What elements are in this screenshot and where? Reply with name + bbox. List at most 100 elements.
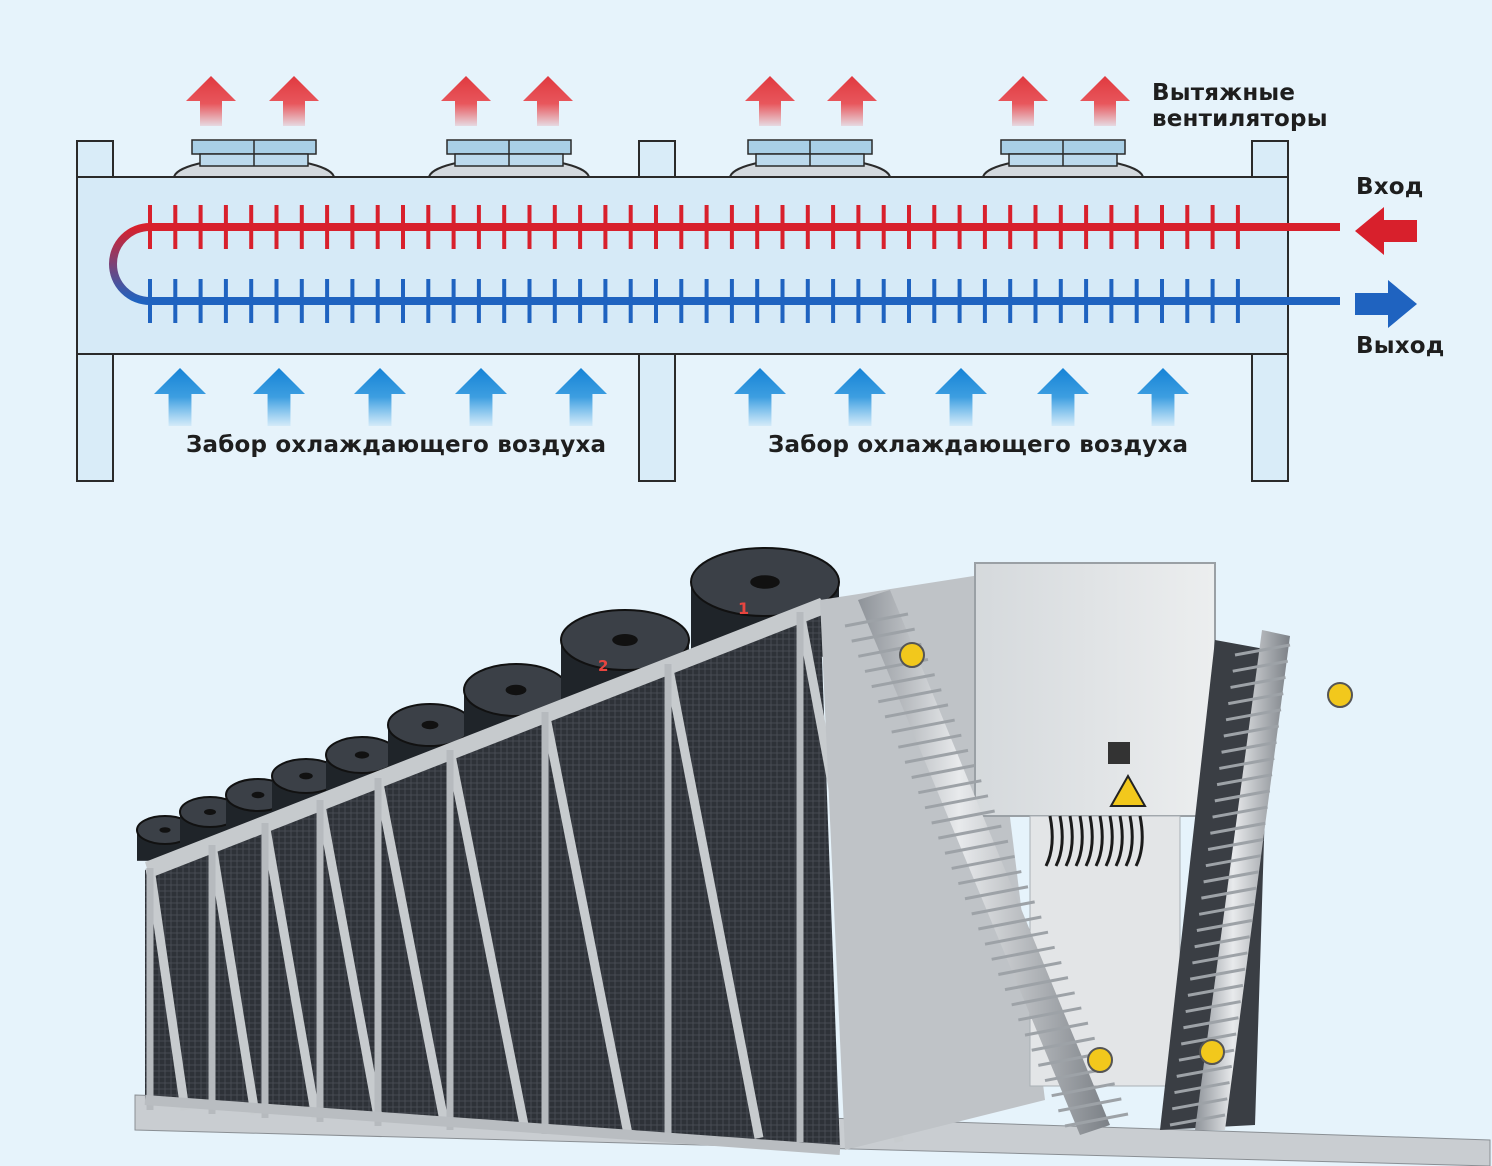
heat-exchanger-housing — [76, 176, 1289, 355]
header-fin — [998, 961, 1062, 976]
main-switch — [1108, 742, 1130, 764]
fan-hub — [421, 720, 439, 730]
cable — [1114, 815, 1124, 867]
header-fin — [978, 915, 1042, 931]
exhaust-arrow-icon — [441, 76, 491, 126]
intake-arrow-icon — [1037, 368, 1089, 426]
intake-arrow-icon — [354, 368, 406, 426]
schematic — [76, 76, 1417, 482]
intake-arrow-icon — [154, 368, 206, 426]
header-fin — [1183, 1016, 1239, 1030]
header-fin — [904, 748, 969, 764]
cable-bundle — [1044, 815, 1144, 867]
header-fin — [991, 945, 1055, 961]
intake-arrow-icon — [935, 368, 987, 426]
header-fin — [1205, 854, 1262, 868]
exhaust-arrow-icon — [827, 76, 877, 126]
outlet-arrow-icon — [1355, 280, 1417, 328]
intake-arrows — [154, 368, 1189, 426]
header-fin — [1223, 724, 1280, 738]
header-fin — [911, 764, 975, 779]
exhaust-fans-label: Вытяжные вентиляторы — [1152, 80, 1328, 132]
header-fin — [898, 733, 962, 749]
header-fin — [1207, 838, 1264, 851]
frame-diagonal — [373, 777, 450, 1127]
outlet-label: Выход — [1356, 333, 1445, 359]
header-fin — [884, 703, 949, 719]
fan-hub — [159, 827, 171, 833]
inlet-label: Вход — [1356, 174, 1424, 200]
fan-number-1: 1 — [738, 599, 749, 618]
header-fin — [958, 870, 1022, 886]
fan-hub — [251, 791, 265, 799]
header-fin — [1169, 1113, 1226, 1127]
header-fin — [1221, 740, 1277, 754]
header-fin — [1174, 1081, 1230, 1095]
header-fin — [931, 809, 995, 825]
cable — [1054, 815, 1064, 867]
air-intake-label-left: Забор охлаждающего воздуха — [186, 432, 607, 458]
intake-arrow-icon — [455, 368, 507, 426]
header-fin — [1011, 991, 1075, 1007]
header-fins — [844, 612, 1291, 1128]
cable — [1124, 815, 1134, 867]
header-fin — [851, 627, 915, 643]
header-cap-bottom — [1087, 1047, 1113, 1073]
header-fin — [1219, 756, 1275, 770]
frame-bottom-bar — [144, 1095, 841, 1155]
exhaust-arrow-icon — [745, 76, 795, 126]
fan-hub — [612, 634, 638, 646]
header-fin — [1214, 789, 1271, 803]
fan-hub — [299, 772, 313, 780]
frame-diagonal — [260, 822, 321, 1119]
header-fin — [844, 612, 909, 628]
electrical-cabinet — [974, 562, 1216, 817]
header-fin — [951, 854, 1015, 870]
exhaust-arrow-icon — [998, 76, 1048, 126]
header-fin — [1232, 659, 1289, 673]
header-fin — [1004, 976, 1069, 992]
fan-hub — [505, 684, 527, 696]
header-cap-right-bottom — [1199, 1039, 1225, 1065]
frame-diagonal — [540, 711, 633, 1135]
intake-arrow-icon — [253, 368, 305, 426]
header-fin — [1024, 1021, 1089, 1037]
header-fin — [1189, 967, 1246, 981]
header-fin — [1225, 708, 1282, 722]
intake-arrow-icon — [1137, 368, 1189, 426]
header-fin — [1230, 675, 1286, 689]
intake-arrow-icon — [555, 368, 607, 426]
pipe-fins — [148, 205, 1240, 323]
rear-coil — [1160, 640, 1270, 1130]
header-fin — [1228, 692, 1284, 706]
fan-number-2: 2 — [598, 657, 608, 675]
header-fin — [1212, 805, 1268, 819]
exhaust-arrow-icon — [269, 76, 319, 126]
air-intake-label-right: Забор охлаждающего воздуха — [768, 432, 1189, 458]
exhaust-arrow-icon — [523, 76, 573, 126]
cable — [1104, 815, 1114, 867]
frame-diagonal — [315, 799, 384, 1123]
header-fin — [1051, 1082, 1115, 1098]
exhaust-arrow-icon — [1080, 76, 1130, 126]
header-cap-top — [899, 642, 925, 668]
frame-diagonal — [145, 867, 190, 1111]
header-fin — [1018, 1006, 1082, 1022]
frame-diagonal — [445, 749, 530, 1131]
header-fin — [1196, 919, 1253, 932]
header-fin — [878, 688, 942, 704]
exhaust-arrows — [186, 76, 1130, 126]
header-fin — [1192, 951, 1248, 965]
cable — [1044, 815, 1054, 867]
frame-diagonal — [663, 663, 764, 1139]
header-fin — [1031, 1036, 1095, 1052]
top-fan-row — [136, 547, 840, 861]
header-fin — [1194, 935, 1250, 949]
intake-arrow-icon — [834, 368, 886, 426]
header-fin — [891, 718, 955, 734]
cable — [1094, 815, 1104, 867]
cable — [1084, 815, 1094, 867]
intake-arrow-icon — [734, 368, 786, 426]
header-fin — [1176, 1064, 1232, 1078]
